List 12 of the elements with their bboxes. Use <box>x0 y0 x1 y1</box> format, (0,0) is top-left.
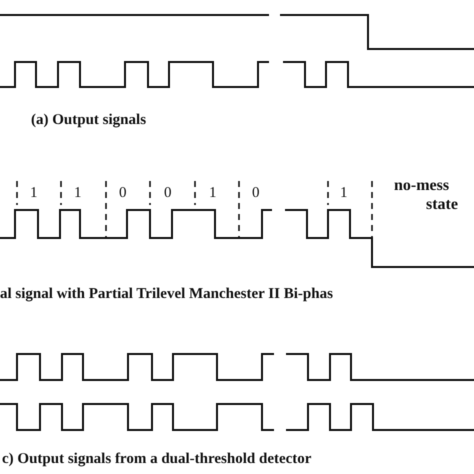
state-label: state <box>426 197 458 213</box>
caption: (a) Output signals <box>31 113 146 128</box>
bit-value: 0 <box>119 186 126 201</box>
bit-value: 1 <box>340 186 348 201</box>
bit-value: 1 <box>209 186 216 201</box>
caption: al signal with Partial Trilevel Manchester II Bi-phas <box>0 287 333 302</box>
bit-value: 1 <box>74 186 82 201</box>
bit-value: 1 <box>30 186 38 201</box>
bit-value: 0 <box>164 186 172 201</box>
caption: c) Output signals from a dual-threshold detector <box>2 452 312 467</box>
bit-value: 0 <box>252 186 260 201</box>
state-label: no-mess <box>394 178 450 194</box>
